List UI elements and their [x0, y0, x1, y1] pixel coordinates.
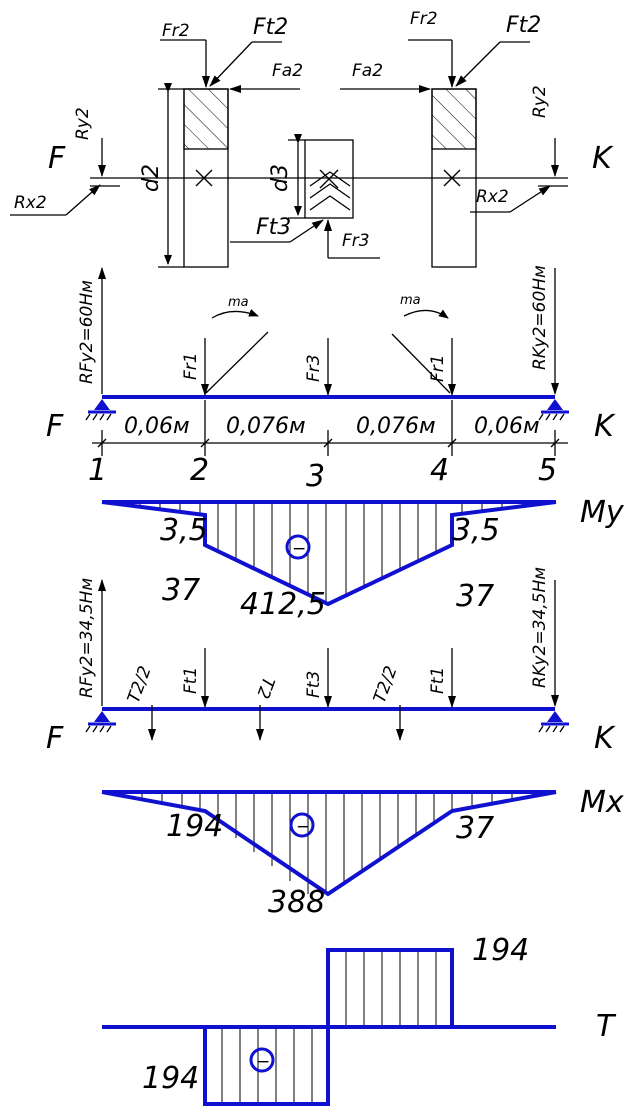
my-diagram: − My 3,5 3,5 37 412,5 37 [101, 495, 625, 622]
label-t2-half-right: T2/2 [370, 663, 402, 705]
label-fr2-left: Fr2 [162, 21, 190, 41]
label-fa2-right: Fa2 [352, 61, 383, 81]
label-F-v: F [46, 409, 64, 444]
center-gear [288, 139, 354, 219]
label-F-h: F [46, 721, 64, 756]
label-rky2-h: RKy2=34,5Hм [530, 567, 550, 688]
label-rx2-right: Rx2 [476, 187, 509, 207]
my-value-max: 412,5 [240, 587, 326, 622]
label-K-v: K [594, 409, 616, 444]
mx-sign-circle [289, 812, 315, 838]
support-left-2 [85, 711, 116, 733]
label-ft2-right: Ft2 [506, 13, 541, 38]
label-ft3-h: Ft3 [304, 671, 324, 698]
label-ft3-top: Ft3 [256, 215, 291, 240]
t-positive-block [326, 948, 454, 1027]
shaft-sketch: d2 d3 Ry2 Rx2 F Ry2 Rx2 K Fr2 Ft2 Fa2 Fr… [10, 9, 614, 268]
my-sign-circle [285, 534, 311, 560]
label-fr3-top: Fr3 [342, 231, 370, 251]
t-title: T [596, 1009, 617, 1044]
span-label-2: 0,076м [226, 414, 306, 439]
mx-diagram: − Mx 194 37 388 [101, 785, 624, 920]
label-K-h: K [594, 721, 616, 756]
label-ft1-left: Ft1 [181, 667, 201, 694]
label-t2-half-left: T2/2 [124, 663, 156, 705]
label-ma-left: ma [228, 295, 249, 310]
mx-value-388: 388 [268, 885, 325, 920]
label-fr3-v: Fr3 [304, 354, 324, 382]
support-left-1 [85, 399, 116, 421]
label-d3: d3 [268, 164, 293, 192]
support-right-2 [538, 711, 569, 733]
label-ma-right: ma [400, 293, 421, 308]
section-label-3: 3 [306, 459, 325, 494]
torque-diagram: − T 194 194 [102, 933, 617, 1106]
t-negative-block [203, 1027, 330, 1106]
label-d2: d2 [139, 164, 164, 192]
label-fr2-right: Fr2 [410, 9, 438, 29]
label-rfy2-v: RFy2=60Hм [77, 280, 97, 384]
mx-value-37: 37 [456, 811, 494, 846]
support-right-1 [538, 399, 569, 421]
label-fr1-left: Fr1 [181, 352, 201, 380]
label-fa2-left: Fa2 [272, 61, 303, 81]
horizontal-plane-beam: RFy2=34,5Hм RKy2=34,5Hм T2/2 Ft1 T2 Ft3 … [46, 567, 616, 756]
label-fr1-right: Fr1 [428, 354, 448, 382]
t-sign-circle [249, 1047, 275, 1073]
section-label-5: 5 [538, 453, 557, 488]
my-value-right-35: 3,5 [452, 513, 500, 548]
label-ft1-right: Ft1 [428, 667, 448, 694]
span-label-4: 0,06м [474, 414, 540, 439]
vertical-plane-beam: RFy2=60Hм RKy2=60Hм Fr1 ma Fr3 Fr1 ma F … [46, 265, 616, 494]
my-value-right-37: 37 [456, 579, 494, 614]
mx-value-194: 194 [166, 809, 223, 844]
right-gear [431, 88, 477, 268]
mx-title: Mx [580, 785, 624, 820]
label-rx2-left: Rx2 [14, 193, 47, 213]
label-rfy2-h: RFy2=34,5Hм [77, 578, 97, 698]
span-label-3: 0,076м [356, 414, 436, 439]
label-ry2-right: Ry2 [530, 85, 550, 118]
label-ry2-left: Ry2 [73, 107, 93, 140]
my-curve [101, 500, 557, 607]
my-sign: − [292, 539, 306, 559]
section-label-1: 1 [88, 453, 107, 488]
t-sign: − [256, 1052, 270, 1072]
mx-sign: − [296, 817, 310, 837]
label-K-top: K [592, 141, 614, 176]
label-ft2-left: Ft2 [253, 15, 288, 40]
my-value-left-37: 37 [162, 573, 200, 608]
t-value-bottom: 194 [142, 1061, 199, 1096]
my-value-left-35: 3,5 [160, 513, 208, 548]
mx-curve [101, 790, 557, 897]
left-gear [183, 88, 229, 268]
label-F-top: F [48, 141, 66, 176]
my-title: My [580, 495, 625, 530]
section-label-4: 4 [430, 453, 449, 488]
label-rky2-v: RKy2=60Hм [530, 265, 550, 370]
label-t2: T2 [252, 674, 278, 701]
section-label-2: 2 [190, 453, 209, 488]
span-label-1: 0,06м [124, 414, 190, 439]
t-value-top: 194 [472, 933, 529, 968]
